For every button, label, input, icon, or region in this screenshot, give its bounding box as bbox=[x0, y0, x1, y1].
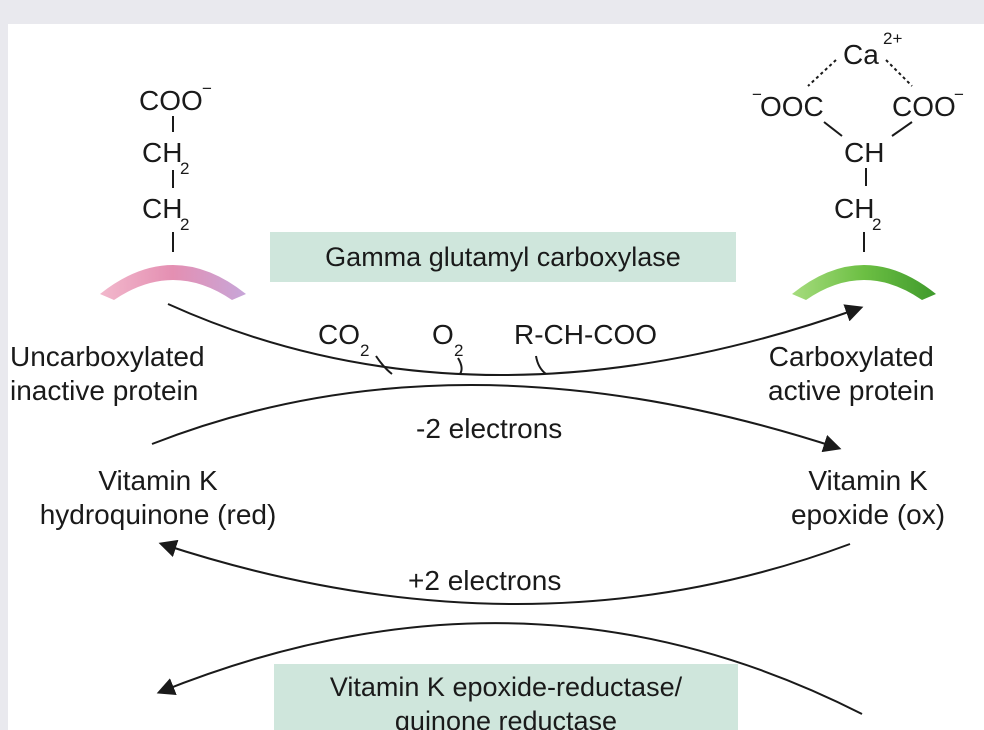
carboxylation-arrow bbox=[167, 303, 864, 376]
co2-text: CO bbox=[318, 319, 360, 350]
o2-text: O bbox=[432, 319, 454, 350]
active-protein-shape bbox=[792, 265, 936, 300]
oxidation-arrow bbox=[151, 384, 842, 453]
bond-line bbox=[891, 121, 913, 137]
reduction-arrow-lower bbox=[156, 622, 863, 715]
pathway-diagram: COO − CH 2 CH 2 Ca 2+ − OOC COO − CH CH … bbox=[100, 29, 964, 715]
left-coo-charge: − bbox=[202, 79, 212, 98]
carboxylated-protein-label: Carboxylated active protein bbox=[768, 340, 935, 408]
bond-line bbox=[823, 121, 843, 137]
ch-text: CH bbox=[844, 137, 884, 168]
o2-hook bbox=[457, 357, 463, 375]
right-carboxyl-charge: − bbox=[954, 85, 964, 104]
uncarboxylated-line2: inactive protein bbox=[10, 375, 199, 406]
right-ch2-sub: 2 bbox=[872, 215, 881, 234]
reductase-label-line1: Vitamin K epoxide-reductase/ bbox=[329, 672, 683, 702]
calcium-text: Ca bbox=[843, 39, 879, 70]
left-ch2-b-text: CH bbox=[142, 193, 182, 224]
hydroquinone-line2: hydroquinone (red) bbox=[39, 499, 277, 530]
glutamate-structure: COO − CH 2 CH 2 bbox=[139, 79, 212, 252]
carboxylated-line2: active protein bbox=[768, 375, 935, 406]
co2-sub: 2 bbox=[360, 341, 369, 360]
uncarboxylated-line1: Uncarboxylated bbox=[10, 341, 205, 372]
left-coo-text: COO bbox=[139, 85, 203, 116]
left-carboxyl-charge: − bbox=[752, 85, 762, 104]
plus-electrons-label: +2 electrons bbox=[408, 565, 562, 596]
o2-sub: 2 bbox=[454, 341, 463, 360]
inactive-protein-shape bbox=[100, 265, 246, 300]
left-ch2-a-text: CH bbox=[142, 137, 182, 168]
coordination-line bbox=[807, 59, 837, 87]
epoxide-label: Vitamin K epoxide (ox) bbox=[768, 464, 968, 532]
epoxide-line1: Vitamin K bbox=[808, 465, 928, 496]
left-carboxyl-text: OOC bbox=[760, 91, 824, 122]
carboxylated-line1: Carboxylated bbox=[768, 341, 934, 372]
left-ch2-a-sub: 2 bbox=[180, 159, 189, 178]
reductase-label-line2: quinone reductase bbox=[394, 706, 618, 730]
carboxylase-box: Gamma glutamyl carboxylase bbox=[270, 232, 736, 282]
epoxide-line2: epoxide (ox) bbox=[790, 499, 946, 530]
calcium-charge: 2+ bbox=[883, 29, 902, 48]
reduction-arrow-upper bbox=[158, 539, 851, 605]
reductase-box: Vitamin K epoxide-reductase/ quinone red… bbox=[274, 664, 738, 730]
co2-hook bbox=[375, 355, 393, 375]
diagram-panel: COO − CH 2 CH 2 Ca 2+ − OOC COO − CH CH … bbox=[8, 24, 984, 730]
right-ch2-text: CH bbox=[834, 193, 874, 224]
minus-electrons-label: -2 electrons bbox=[416, 413, 563, 444]
rchcoo-text: R-CH-COO bbox=[514, 319, 657, 350]
hydroquinone-line1: Vitamin K bbox=[98, 465, 218, 496]
gla-calcium-structure: Ca 2+ − OOC COO − CH CH 2 bbox=[752, 29, 964, 252]
right-carboxyl-text: COO bbox=[892, 91, 956, 122]
coordination-line bbox=[885, 59, 913, 87]
carboxylase-label: Gamma glutamyl carboxylase bbox=[325, 242, 681, 272]
left-ch2-b-sub: 2 bbox=[180, 215, 189, 234]
substrate-hook bbox=[535, 355, 547, 375]
uncarboxylated-protein-label: Uncarboxylated inactive protein bbox=[10, 340, 205, 408]
hydroquinone-label: Vitamin K hydroquinone (red) bbox=[8, 464, 308, 532]
